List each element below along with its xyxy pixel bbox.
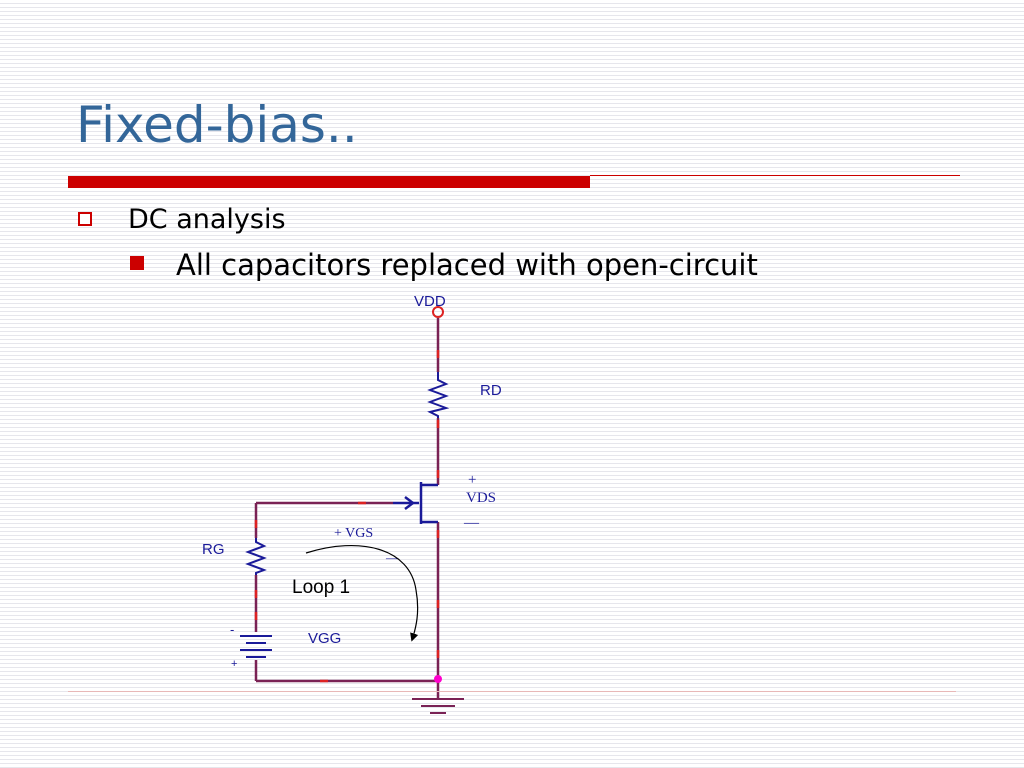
footer-divider: [68, 691, 956, 692]
gate-resistor-icon: [245, 538, 267, 575]
bullet-level-2: All capacitors replaced with open-circui…: [176, 248, 758, 282]
title-underline-thin: [590, 175, 960, 176]
wire-ticks: [254, 350, 440, 683]
slide-title: Fixed-bias..: [76, 96, 358, 154]
filled-square-bullet-icon: [130, 256, 144, 270]
vds-plus-label: +: [468, 472, 476, 488]
loop-arrow-icon: [305, 544, 419, 642]
title-underline-thick: [68, 176, 590, 188]
vgg-label: VGG: [308, 630, 341, 647]
drain-resistor-icon: [427, 372, 450, 418]
loop-label: Loop 1: [292, 577, 350, 598]
rg-label: RG: [202, 541, 225, 558]
vdd-terminal-icon: [432, 306, 444, 318]
vgs-label: + VGS: [334, 526, 373, 541]
battery-plus-label: +: [231, 658, 237, 670]
jfet-transistor-icon: [393, 482, 438, 524]
hollow-square-bullet-icon: [78, 212, 92, 226]
junction-node-icon: [434, 675, 442, 683]
vgg-battery-icon: [240, 635, 272, 658]
rd-label: RD: [480, 382, 502, 399]
vds-label: VDS: [466, 490, 496, 506]
bullet-level-1: DC analysis: [128, 204, 286, 235]
circuit-wires: [254, 318, 440, 698]
vdd-label: VDD: [414, 293, 446, 310]
ground-icon: [412, 698, 464, 714]
battery-minus-label: -: [230, 622, 234, 637]
vds-minus-label: —: [463, 515, 480, 531]
